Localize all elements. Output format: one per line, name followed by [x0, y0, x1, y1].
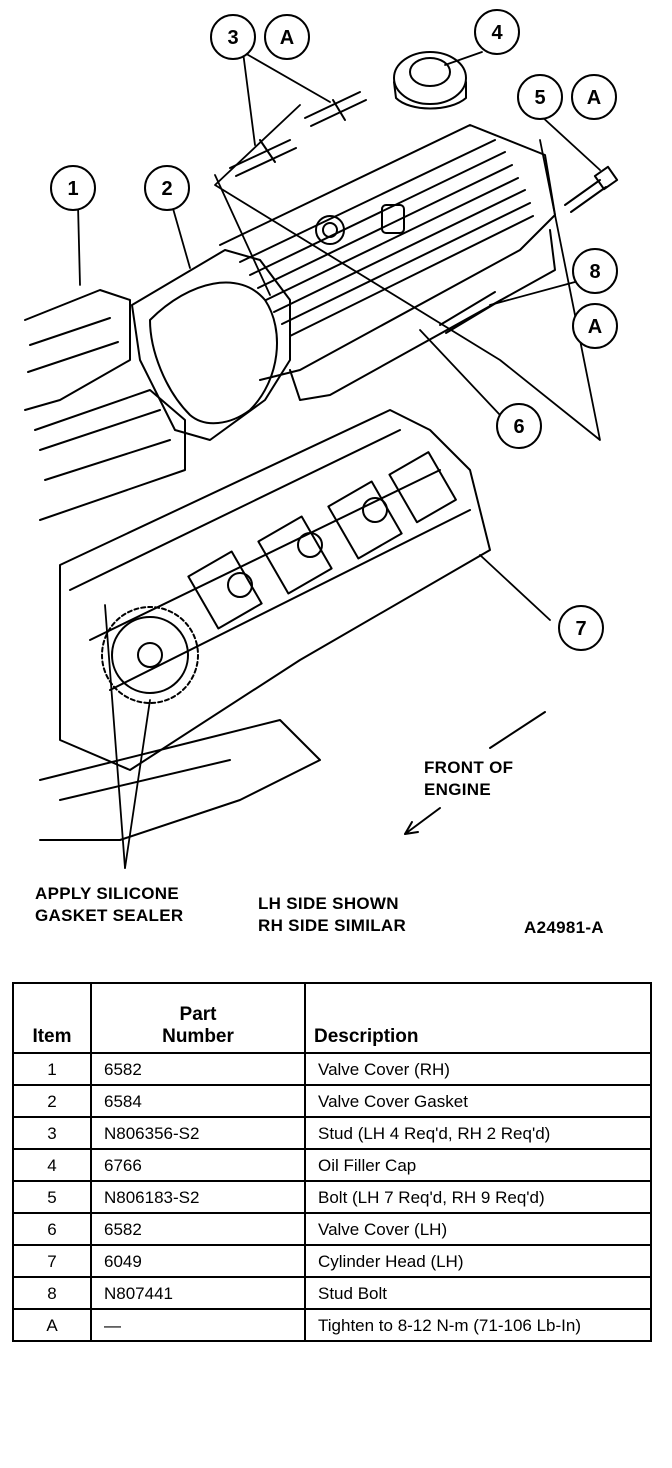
cell-item: 1: [12, 1052, 92, 1086]
oil-filler-cap-drawing: [393, 51, 467, 110]
cell-item: 8: [12, 1276, 92, 1310]
exploded-view-diagram: 3 A 4 5 A 1 2 8 A 6 7 FRONT OF ENGINE AP…: [24, 9, 619, 937]
callout-1-circle: [50, 165, 96, 211]
cell-description: Cylinder Head (LH): [304, 1244, 652, 1278]
studs-drawing: [229, 91, 367, 177]
valve-cover-rh-drawing: [24, 289, 186, 521]
engine-illustration: 3 A 4 5 A 1 2 8 A 6 7: [24, 9, 619, 869]
cell-description: Valve Cover (RH): [304, 1052, 652, 1086]
cell-item: 2: [12, 1084, 92, 1118]
callout-8-circle: [572, 248, 618, 294]
side-note-line2: RH SIDE SIMILAR: [258, 916, 407, 935]
callout-3-circle: [210, 14, 256, 60]
cam-sprocket-drawing: [101, 606, 199, 704]
cell-description: Valve Cover Gasket: [304, 1084, 652, 1118]
callout-8: 8: [589, 261, 600, 283]
table-row: A—Tighten to 8-12 N-m (71-106 Lb-In): [12, 1308, 652, 1342]
cell-part-number: —: [90, 1308, 306, 1342]
callout-a1-circle: [264, 14, 310, 60]
callout-4: 4: [491, 22, 503, 44]
cell-part-number: 6582: [90, 1212, 306, 1246]
callout-6: 6: [513, 416, 524, 438]
callout-2-circle: [144, 165, 190, 211]
sealer-note-line2: GASKET SEALER: [35, 906, 184, 925]
callout-6-circle: [496, 403, 542, 449]
callout-a2-circle: [571, 74, 617, 120]
cell-part-number: 6584: [90, 1084, 306, 1118]
valve-cover-lh-drawing: [219, 124, 556, 401]
cell-part-number: 6582: [90, 1052, 306, 1086]
callout-5: 5: [534, 87, 545, 109]
figure-id: A24981-A: [524, 918, 604, 937]
cell-part-number: N806356-S2: [90, 1116, 306, 1150]
cell-part-number: 6766: [90, 1148, 306, 1182]
callout-7-circle: [558, 605, 604, 651]
cell-item: 4: [12, 1148, 92, 1182]
cell-description: Bolt (LH 7 Req'd, RH 9 Req'd): [304, 1180, 652, 1214]
callout-7: 7: [575, 618, 586, 640]
header-description: Description: [304, 982, 652, 1054]
cell-part-number: 6049: [90, 1244, 306, 1278]
callout-a3: A: [588, 316, 602, 338]
callout-3: 3: [227, 27, 238, 49]
front-of-engine-label-line1: FRONT OF: [424, 758, 514, 777]
bolt-drawing: [564, 165, 619, 213]
cell-part-number: N807441: [90, 1276, 306, 1310]
header-item: Item: [12, 982, 92, 1054]
header-part-number: Part Number: [90, 982, 306, 1054]
table-header-row: Item Part Number Description: [12, 982, 652, 1054]
cylinder-head-drawing: [59, 409, 491, 771]
header-part-line2: Number: [162, 1026, 234, 1047]
callout-a2: A: [587, 87, 601, 109]
header-part-line1: Part: [179, 1004, 217, 1025]
cell-item: 3: [12, 1116, 92, 1150]
sealer-note-line1: APPLY SILICONE: [35, 884, 180, 903]
side-note-line1: LH SIDE SHOWN: [258, 894, 399, 913]
valve-cover-gasket-drawing: [131, 249, 291, 441]
cell-description: Tighten to 8-12 N-m (71-106 Lb-In): [304, 1308, 652, 1342]
cell-part-number: N806183-S2: [90, 1180, 306, 1214]
callout-4-circle: [474, 9, 520, 55]
callout-5-circle: [517, 74, 563, 120]
callout-1: 1: [67, 178, 78, 200]
callout-a1: A: [280, 27, 294, 49]
cell-item: A: [12, 1308, 92, 1342]
cell-item: 5: [12, 1180, 92, 1214]
cell-item: 6: [12, 1212, 92, 1246]
cell-description: Oil Filler Cap: [304, 1148, 652, 1182]
front-of-engine-label-line2: ENGINE: [424, 780, 491, 799]
stud-bolt-drawing: [439, 291, 502, 334]
cell-description: Stud Bolt: [304, 1276, 652, 1310]
cell-description: Stud (LH 4 Req'd, RH 2 Req'd): [304, 1116, 652, 1150]
cell-item: 7: [12, 1244, 92, 1278]
callout-2: 2: [161, 178, 172, 200]
callout-a3-circle: [572, 303, 618, 349]
cell-description: Valve Cover (LH): [304, 1212, 652, 1246]
